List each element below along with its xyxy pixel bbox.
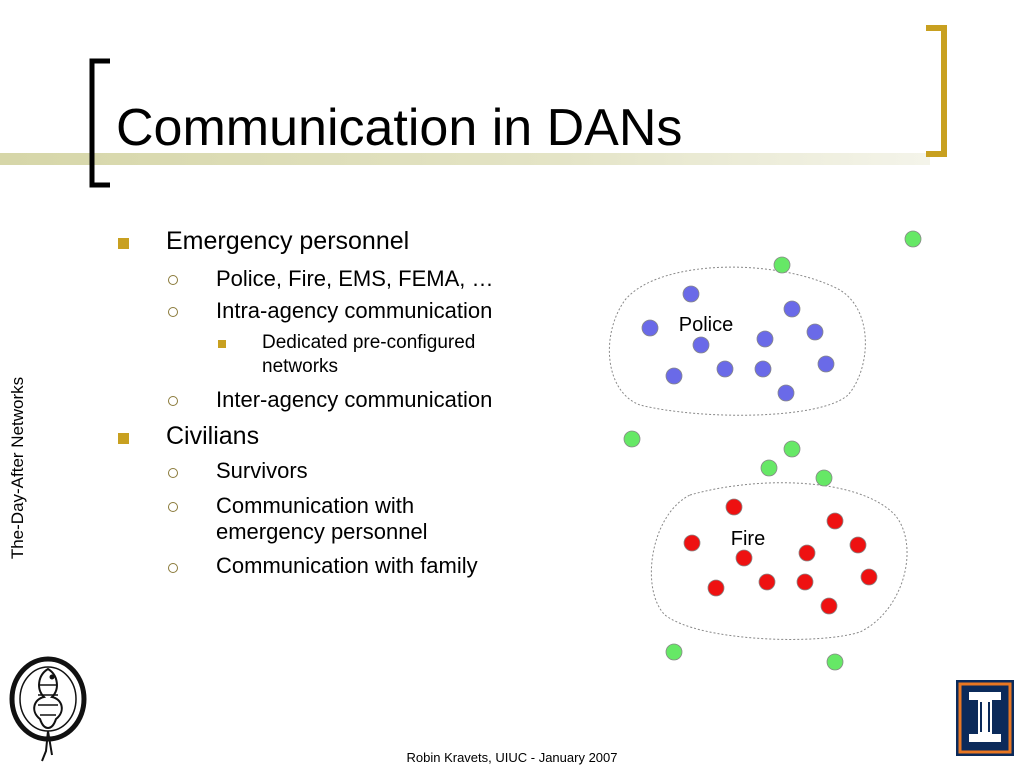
bullet-square-small-icon <box>218 340 226 348</box>
police-node <box>716 360 734 378</box>
police-node <box>817 355 835 373</box>
bullet-ring-icon <box>168 468 178 478</box>
university-logo-icon <box>956 680 1014 756</box>
right-bracket-icon <box>926 25 947 157</box>
bullet-ring-icon <box>168 396 178 406</box>
police-node <box>665 367 683 385</box>
bullet-ring-icon <box>168 275 178 285</box>
civilian-node <box>904 230 922 248</box>
bullet-dedicated-line1: Dedicated pre-configured <box>262 332 476 353</box>
police-node <box>641 319 659 337</box>
civilian-node <box>760 459 778 477</box>
bullet-with-family: Communication with family <box>216 553 478 578</box>
bullet-ring-icon <box>168 307 178 317</box>
civilian-node <box>783 440 801 458</box>
fire-node <box>860 568 878 586</box>
police-node <box>682 285 700 303</box>
fire-node <box>707 579 725 597</box>
civilian-node <box>826 653 844 671</box>
bullet-emergency-personnel: Emergency personnel <box>166 227 410 255</box>
side-caption: The-Day-After Networks <box>4 360 32 575</box>
bullet-agencies: Police, Fire, EMS, FEMA, … <box>216 266 494 291</box>
police-node <box>806 323 824 341</box>
left-bracket-icon <box>89 58 110 188</box>
fire-node <box>826 512 844 530</box>
fire-group-boundary <box>650 482 908 640</box>
bullet-survivors: Survivors <box>216 458 308 483</box>
fire-node <box>683 534 701 552</box>
slide-title: Communication in DANs <box>116 99 683 157</box>
police-node <box>783 300 801 318</box>
police-node <box>777 384 795 402</box>
bullet-square-icon <box>118 238 129 249</box>
bullet-ring-icon <box>168 563 178 573</box>
network-diagram: Police Fire <box>608 230 922 671</box>
police-node <box>756 330 774 348</box>
fire-node <box>796 573 814 591</box>
police-group-boundary <box>608 266 866 416</box>
slide-footer: Robin Kravets, UIUC - January 2007 <box>406 750 618 765</box>
fire-node <box>798 544 816 562</box>
police-label: Police <box>679 314 733 336</box>
fire-node <box>725 498 743 516</box>
fire-node <box>849 536 867 554</box>
bullet-dedicated-line2: networks <box>262 356 339 377</box>
side-caption-text: The-Day-After Networks <box>8 376 27 559</box>
fire-node <box>735 549 753 567</box>
police-node <box>692 336 710 354</box>
police-node <box>754 360 772 378</box>
civilian-node <box>815 469 833 487</box>
civilian-node <box>773 256 791 274</box>
title-underline-band <box>0 153 930 165</box>
bullet-ring-icon <box>168 502 178 512</box>
bullet-intra-agency: Intra-agency communication <box>216 298 493 323</box>
fire-node <box>820 597 838 615</box>
bullet-with-personnel-line1: Communication with <box>216 493 415 518</box>
phoenix-logo-icon <box>9 656 87 762</box>
bullet-civilians: Civilians <box>166 422 260 450</box>
bullet-square-icon <box>118 433 129 444</box>
bullet-inter-agency: Inter-agency communication <box>216 387 493 412</box>
bullet-with-personnel-line2: emergency personnel <box>216 519 428 544</box>
fire-node <box>758 573 776 591</box>
fire-label: Fire <box>731 528 765 550</box>
civilian-node <box>665 643 683 661</box>
civilian-node <box>623 430 641 448</box>
